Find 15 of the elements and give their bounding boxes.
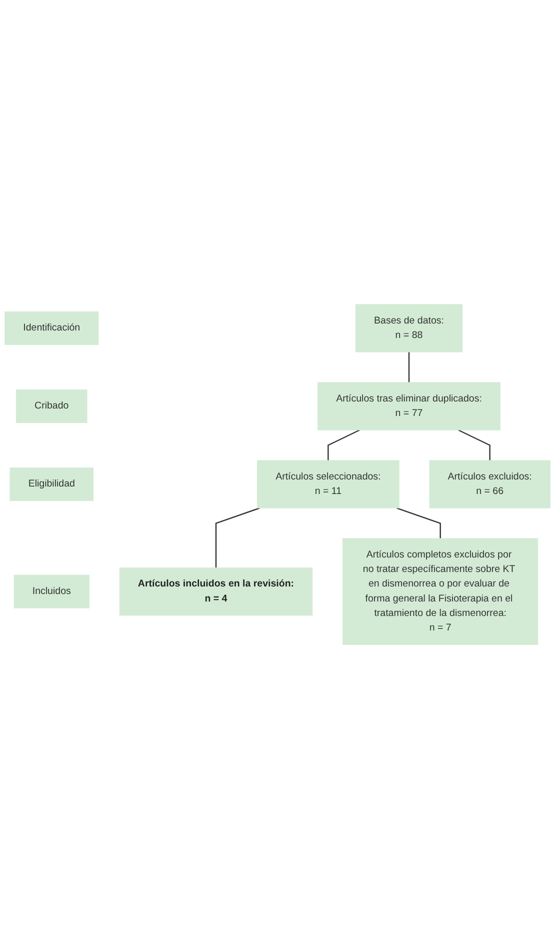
connector: [396, 507, 441, 538]
node-box: Identificación: [4, 311, 99, 345]
connector: [215, 507, 260, 568]
node-box: Artículos seleccionados: n = 11: [256, 460, 400, 508]
node-box: Bases de datos: n = 88: [355, 304, 463, 352]
node-box: Cribado: [16, 389, 88, 423]
connector: [458, 429, 490, 460]
connector: [408, 352, 410, 382]
node-box: Eligibilidad: [10, 468, 94, 502]
node-box: Incluidos: [14, 574, 90, 608]
connector: [328, 429, 360, 460]
node-box: Artículos tras eliminar duplicados: n = 77: [317, 382, 500, 430]
node-box: Artículos incluidos en la revisión: n = 4: [119, 567, 313, 616]
node-box: Artículos excluidos: n = 66: [429, 460, 550, 508]
node-box: Artículos completos excluidos por no tratar específicamente sobre KT en dismenorrea o por evaluar de forma general la Fisioterapia en el tratamiento de la dismenorrea: n = 7: [342, 538, 538, 645]
